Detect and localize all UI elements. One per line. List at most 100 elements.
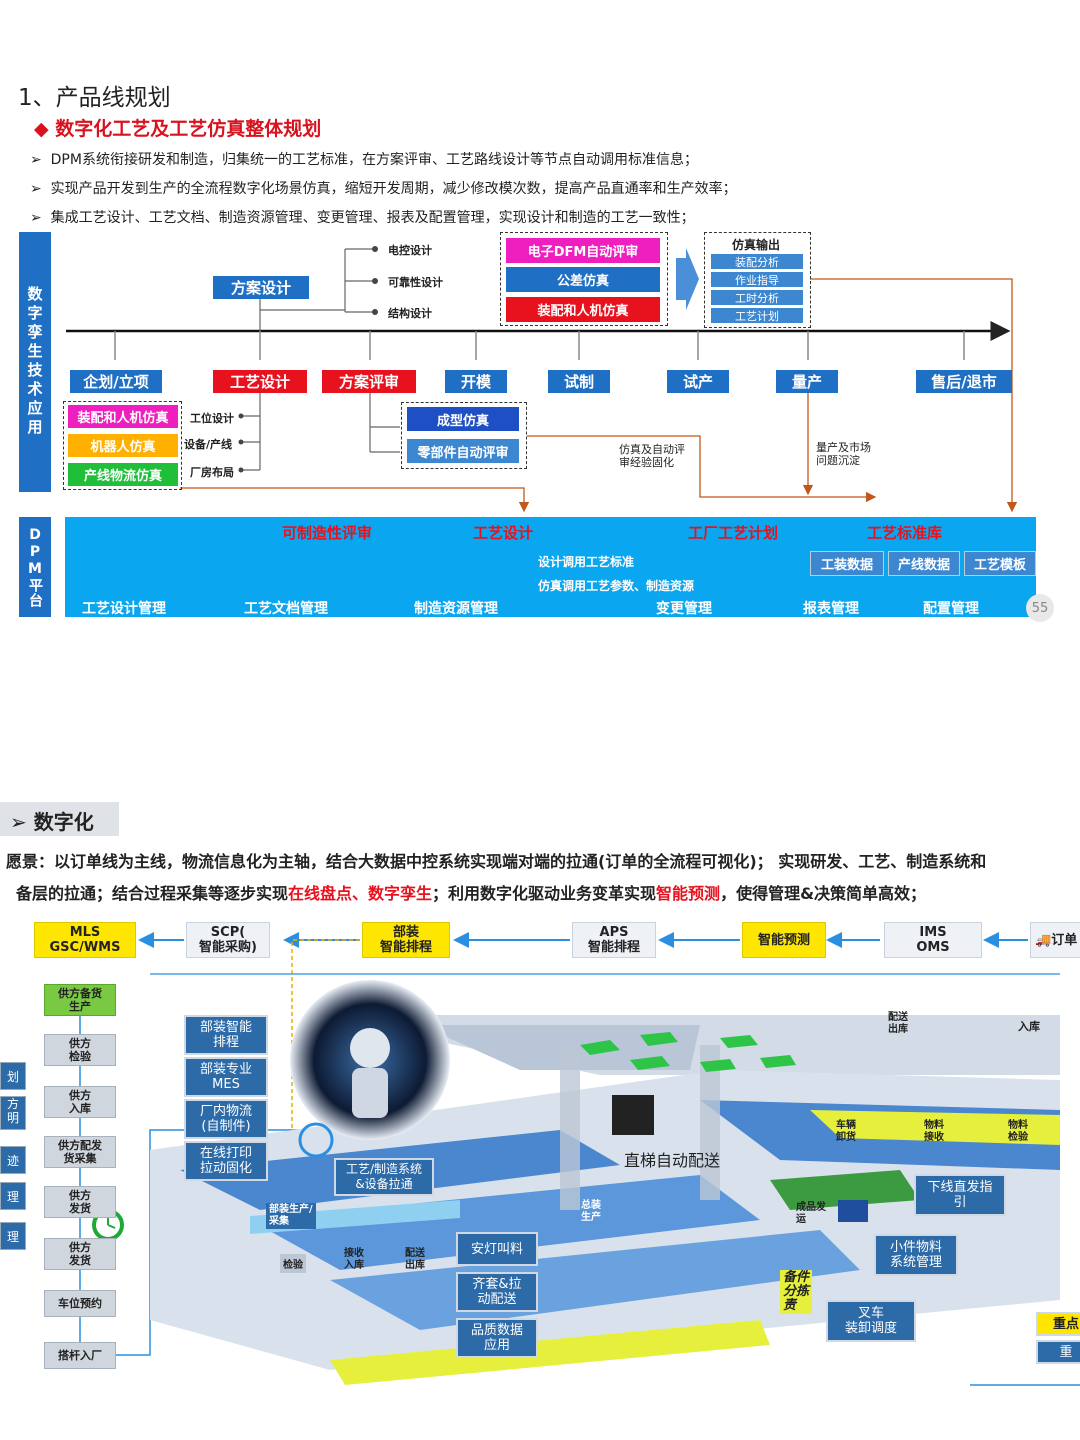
plan-item: 结构设计 — [388, 307, 432, 320]
floor-label: 配送 出库 — [405, 1248, 425, 1271]
process-label: 设备/产线 — [184, 438, 233, 451]
chevron-right-icon: ➢ — [30, 152, 51, 168]
supplier-step: 供方 发货 — [44, 1238, 116, 1270]
sim-dfm: 电子DFM自动评审 — [506, 238, 660, 263]
floor-label: 配送 出库 — [888, 1012, 908, 1035]
sim-group — [500, 232, 668, 326]
note-sim-experience: 仿真及自动评 审经验固化 — [619, 443, 685, 469]
digital-twin-bar: 数字孪生技术应用 — [19, 232, 51, 492]
output-item: 装配分析 — [711, 254, 803, 269]
card-forklift: 叉车 装卸调度 — [826, 1300, 916, 1342]
card-assembly-schedule: 部装智能 排程 — [184, 1015, 268, 1055]
elevator-label: 直梯自动配送 — [624, 1151, 721, 1170]
chain-forecast: 智能预测 — [742, 922, 826, 958]
vision-highlight: 在线盘点、数字孪生 — [288, 884, 433, 903]
dpm-top-item: 工艺标准库 — [867, 524, 943, 542]
mold-sim-forming: 成型仿真 — [407, 407, 519, 431]
slide1-connectors — [66, 246, 1018, 574]
digital-twin-bar-label: 数字孪生技术应用 — [25, 286, 44, 438]
supplier-step: 搭杆入厂 — [44, 1342, 116, 1369]
supplier-step: 供方 入库 — [44, 1086, 116, 1118]
stage-process-design: 工艺设计 — [213, 370, 307, 393]
bullet-item: ➢ DPM系统衔接研发和制造，归集统一的工艺标准，在方案评审、工艺路线设计等节点… — [30, 149, 698, 169]
dpm-top-item: 可制造性评审 — [282, 524, 373, 542]
floor-label: 总装 生产 — [581, 1200, 601, 1223]
supplier-step: 供方 检验 — [44, 1034, 116, 1066]
process-sim-group — [63, 401, 182, 490]
chain-mls: MLS GSC/WMS — [34, 922, 136, 958]
dpm-bottom-item: 工艺设计管理 — [82, 601, 166, 617]
left-stub: 迹 — [0, 1146, 26, 1174]
chain-scp: SCP( 智能采购) — [186, 922, 270, 958]
stage-review: 方案评审 — [322, 370, 416, 393]
page-number: 55 — [1026, 594, 1054, 622]
output-item: 工艺计划 — [711, 308, 803, 323]
dpm-data-item: 工艺模板 — [964, 551, 1036, 576]
chevron-right-icon: ➢ — [30, 210, 51, 226]
subheading-text: 数字化工艺及工艺仿真整体规划 — [55, 118, 322, 140]
dpm-data-item: 工装数据 — [810, 551, 884, 576]
floor-label: 入库 — [1018, 1020, 1040, 1033]
stage-pilot: 试产 — [667, 370, 729, 393]
slide1-subheading: ◆ 数字化工艺及工艺仿真整体规划 — [34, 114, 321, 141]
process-sim-assembly: 装配和人机仿真 — [68, 405, 178, 428]
floor-label: 检验 — [280, 1254, 306, 1273]
plan-item: 可靠性设计 — [388, 276, 443, 289]
left-stub: 理 — [0, 1222, 26, 1250]
process-sim-logistics: 产线物流仿真 — [68, 463, 178, 486]
chain-aps: APS 智能排程 — [572, 922, 656, 958]
supplier-step: 供方 发货 — [44, 1186, 116, 1218]
right-stub: 重点 — [1036, 1312, 1080, 1336]
diamond-icon: ◆ — [34, 118, 56, 140]
card-assembly-mes: 部装专业 MES — [184, 1057, 268, 1097]
dpm-data-item: 产线数据 — [888, 551, 960, 576]
output-title: 仿真输出 — [732, 238, 781, 252]
floor-label: 物料 检验 — [1008, 1120, 1028, 1143]
right-stub: 重 — [1036, 1340, 1080, 1364]
stage-mass: 量产 — [776, 370, 838, 393]
mold-sim-group — [401, 402, 527, 469]
bullet-text: DPM系统衔接研发和制造，归集统一的工艺标准，在方案评审、工艺路线设计等节点自动… — [50, 152, 698, 168]
left-stub: 划 — [0, 1062, 26, 1090]
factory-scene — [79, 932, 1080, 1386]
slide2-heading-bar — [0, 802, 119, 836]
floor-label: 部装生产/ 采集 — [266, 1203, 316, 1229]
note-mass-issues: 量产及市场 问题沉淀 — [816, 441, 871, 467]
dpm-bottom-item: 报表管理 — [803, 601, 859, 617]
left-stub: 理 — [0, 1182, 26, 1210]
bullet-item: ➢ 集成工艺设计、工艺文档、制造资源管理、变更管理、报表及配置管理，实现设计和制… — [30, 207, 695, 227]
floor-label: 接收 入库 — [344, 1248, 364, 1271]
dpm-mid-label: 仿真调用工艺参数、制造资源 — [538, 579, 695, 593]
bullet-item: ➢ 实现产品开发到生产的全流程数字化场景仿真，缩短开发周期，减少修改模次数，提高… — [30, 178, 737, 198]
bullet-text: 实现产品开发到生产的全流程数字化场景仿真，缩短开发周期，减少修改模次数，提高产品… — [50, 181, 737, 197]
output-group — [704, 232, 811, 328]
sim-tolerance: 公差仿真 — [506, 267, 660, 292]
sim-assembly: 装配和人机仿真 — [506, 297, 660, 322]
dpm-bar: DPM平台 — [19, 517, 51, 617]
bullet-text: 集成工艺设计、工艺文档、制造资源管理、变更管理、报表及配置管理，实现设计和制造的… — [50, 210, 695, 226]
floor-label: 成品发 运 — [796, 1202, 826, 1225]
vision-text: 备层的拉通；结合过程采集等逐步实现 — [16, 884, 289, 903]
chain-order: 🚚订单 — [1030, 922, 1080, 958]
stage-trial: 试制 — [548, 370, 610, 393]
slide2-heading-text: 数字化 — [33, 810, 94, 834]
card-craft-system: 工艺/制造系统 &设备拉通 — [334, 1158, 434, 1196]
process-sim-robot: 机器人仿真 — [68, 434, 178, 457]
card-small-parts: 小件物料 系统管理 — [874, 1234, 958, 1276]
dpm-mid-label: 设计调用工艺标准 — [538, 555, 635, 569]
plan-design-box: 方案设计 — [213, 276, 309, 299]
card-quality-data: 品质数据 应用 — [456, 1318, 538, 1358]
plan-item: 电控设计 — [388, 244, 432, 257]
dpm-top-item: 工艺设计 — [473, 524, 534, 542]
dpm-bottom-item: 变更管理 — [656, 601, 712, 617]
dpm-bottom-item: 制造资源管理 — [414, 601, 498, 617]
vision-line-1: 愿景：以订单线为主线，物流信息化为主轴，结合大数据中控系统实现端对端的拉通(订单… — [6, 852, 987, 871]
chevron-right-icon: ➢ — [30, 181, 51, 197]
output-item: 作业指导 — [711, 272, 803, 287]
card-online-print: 在线打印 拉动固化 — [184, 1141, 268, 1181]
vision-line-2: 备层的拉通；结合过程采集等逐步实现在线盘点、数字孪生；利用数字化驱动业务变革实现… — [16, 880, 926, 904]
floor-label: 车辆 卸货 — [836, 1120, 856, 1143]
card-kitting: 齐套&拉 动配送 — [456, 1272, 538, 1312]
card-direct-ship: 下线直发指 引 — [914, 1174, 1006, 1216]
vision-highlight: 智能预测 — [656, 884, 721, 903]
